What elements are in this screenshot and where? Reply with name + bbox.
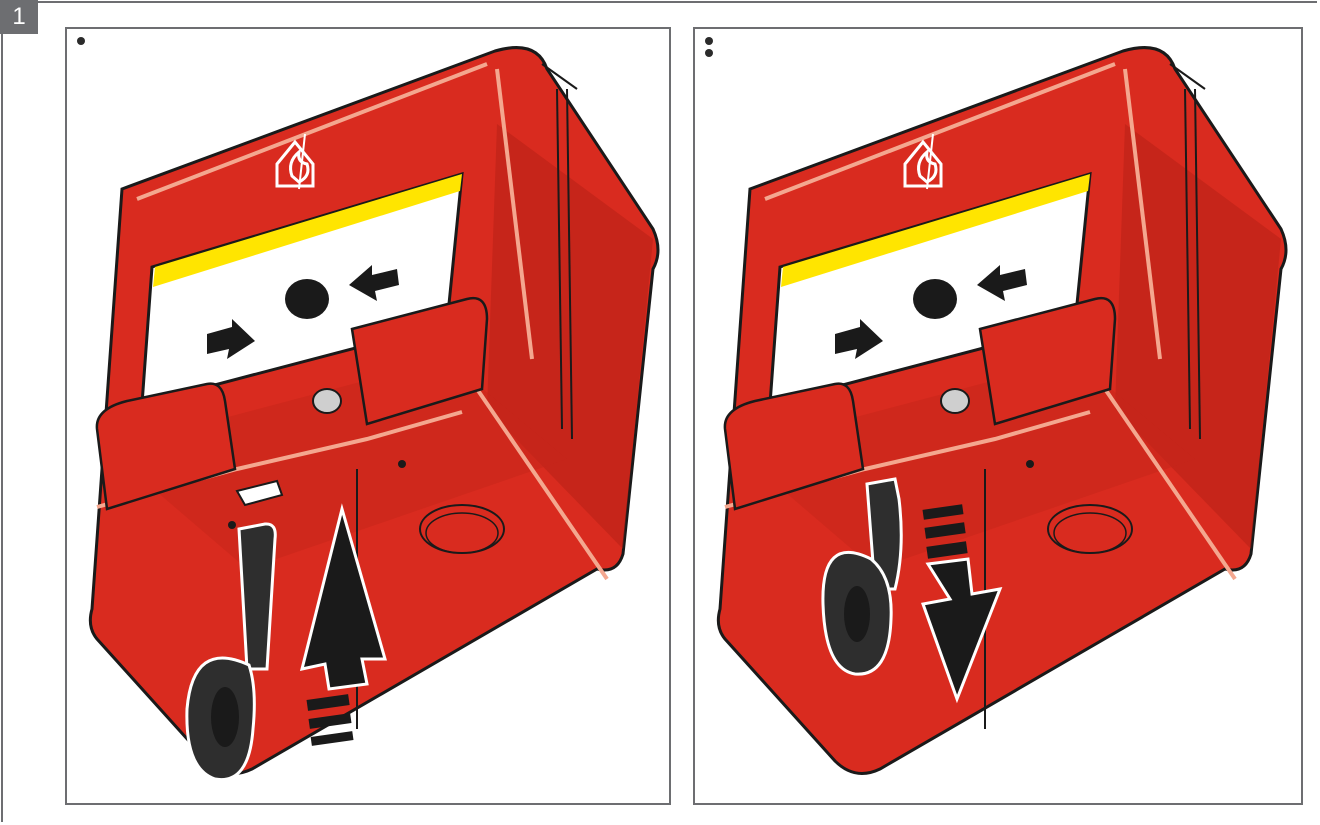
panel-step-2 <box>693 27 1303 805</box>
call-point-illustration-1 <box>67 29 671 805</box>
led-icon <box>313 389 341 413</box>
figure-number-badge: 1 <box>0 0 38 34</box>
led-icon <box>941 389 969 413</box>
call-point-illustration-2 <box>695 29 1303 805</box>
center-dot <box>285 279 329 319</box>
panel-step-1 <box>65 27 671 805</box>
center-dot <box>913 279 957 319</box>
